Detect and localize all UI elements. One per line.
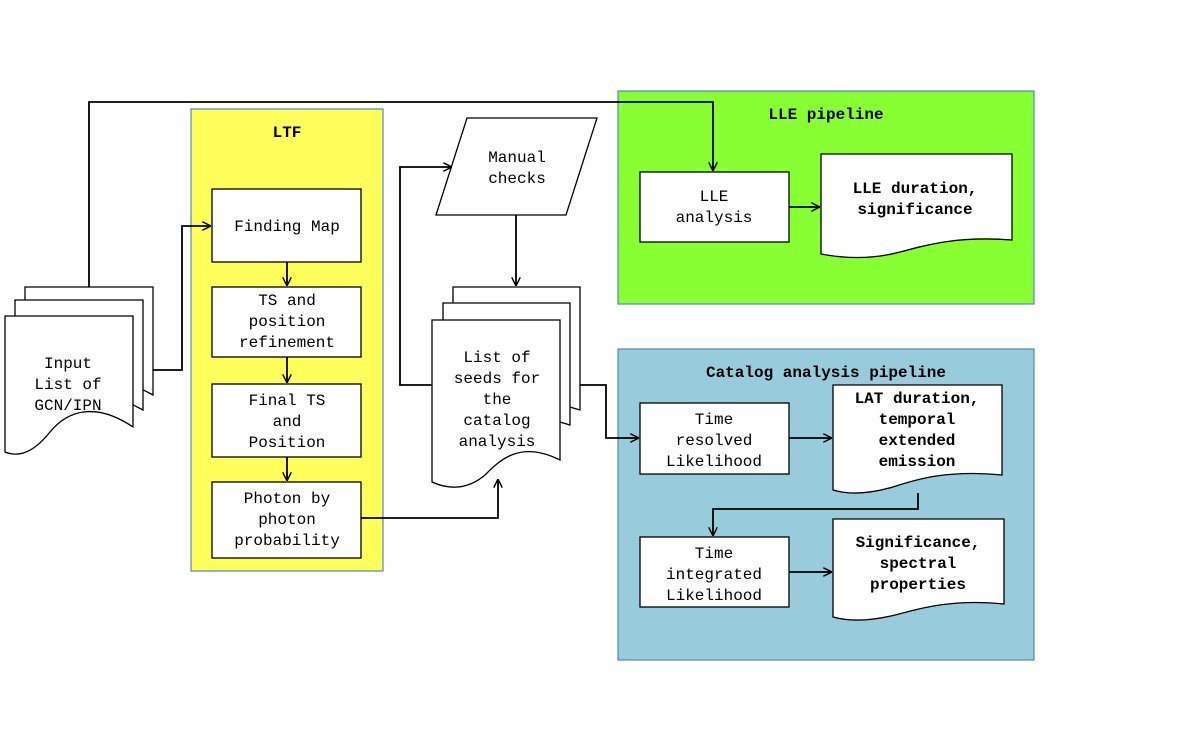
lle-pipeline-title: LLE pipeline: [768, 106, 883, 124]
label-line: significance: [857, 201, 972, 219]
time-integrated-box: [639, 536, 790, 608]
label-line: position: [249, 313, 326, 331]
label-line: refinement: [239, 334, 335, 352]
label-line: Likelihood: [666, 587, 762, 605]
label-line: probability: [234, 532, 340, 550]
label-line: Photon by: [244, 490, 331, 508]
ts-refinement-label: TS and position refinement: [239, 292, 335, 352]
significance-label: Significance, spectral properties: [856, 534, 981, 594]
label-line: Time: [695, 411, 733, 429]
label-line: catalog: [463, 412, 530, 430]
lle-analysis-box: [639, 171, 790, 243]
label-line: emission: [879, 453, 956, 471]
catalog-pipeline-title: Catalog analysis pipeline: [706, 364, 946, 382]
label-line: resolved: [676, 432, 753, 450]
label-line: analysis: [676, 209, 753, 227]
time-resolved-box: [639, 402, 790, 475]
label-line: seeds for: [454, 370, 540, 388]
input-list-document: [4, 286, 154, 455]
label-line: photon: [258, 511, 316, 529]
label-line: properties: [870, 576, 966, 594]
label-line: checks: [488, 170, 546, 188]
label-line: GCN/IPN: [34, 397, 101, 415]
label-line: Significance,: [856, 534, 981, 552]
manual-checks-node: [435, 117, 598, 216]
label-line: the: [483, 391, 512, 409]
label-line: TS and: [258, 292, 316, 310]
label-line: Manual: [488, 149, 546, 167]
ts-refinement-box: [211, 286, 362, 358]
photon-probability-box: [211, 481, 362, 559]
label-line: LLE duration,: [853, 180, 978, 198]
final-ts-box: [211, 383, 362, 458]
connector-seeds-to-manual: [399, 167, 451, 386]
label-line: Final TS: [249, 392, 326, 410]
lle-duration-label: LLE duration, significance: [853, 180, 978, 219]
label-line: and: [273, 413, 302, 431]
label-line: Finding Map: [234, 218, 340, 236]
photon-probability-label: Photon by photon probability: [234, 490, 340, 550]
label-line: temporal: [879, 411, 956, 429]
finding-map-label: Finding Map: [234, 218, 340, 236]
connector-input-to-finding-map: [153, 226, 210, 371]
connector-input-to-lle: [88, 101, 713, 287]
label-line: analysis: [459, 433, 536, 451]
connector-lat-to-integrated: [713, 493, 919, 535]
connector-photon-to-seeds: [361, 480, 498, 519]
label-line: extended: [879, 432, 956, 450]
finding-map-box: [211, 188, 362, 263]
manual-checks-label: Manual checks: [488, 149, 546, 188]
label-line: Likelihood: [666, 453, 762, 471]
label-line: LLE: [700, 188, 729, 206]
label-line: spectral: [880, 555, 957, 573]
lat-duration-label: LAT duration, temporal extended emission: [855, 390, 980, 471]
label-line: Time: [695, 545, 733, 563]
significance-document: [832, 518, 1005, 621]
lat-duration-document: [832, 384, 1003, 494]
lle-analysis-label: LLE analysis: [676, 188, 753, 227]
label-line: Input: [44, 355, 92, 373]
seeds-list-document: [431, 286, 581, 488]
connector-seeds-to-time-resolved: [580, 384, 638, 438]
label-line: List of: [463, 349, 530, 367]
label-line: List of: [34, 376, 101, 394]
label-line: integrated: [666, 566, 762, 584]
seeds-list-label: List of seeds for the catalog analysis: [454, 349, 540, 451]
lle-duration-document: [820, 153, 1013, 259]
ltf-title: LTF: [273, 124, 302, 142]
label-line: LAT duration,: [855, 390, 980, 408]
label-line: Position: [249, 434, 326, 452]
